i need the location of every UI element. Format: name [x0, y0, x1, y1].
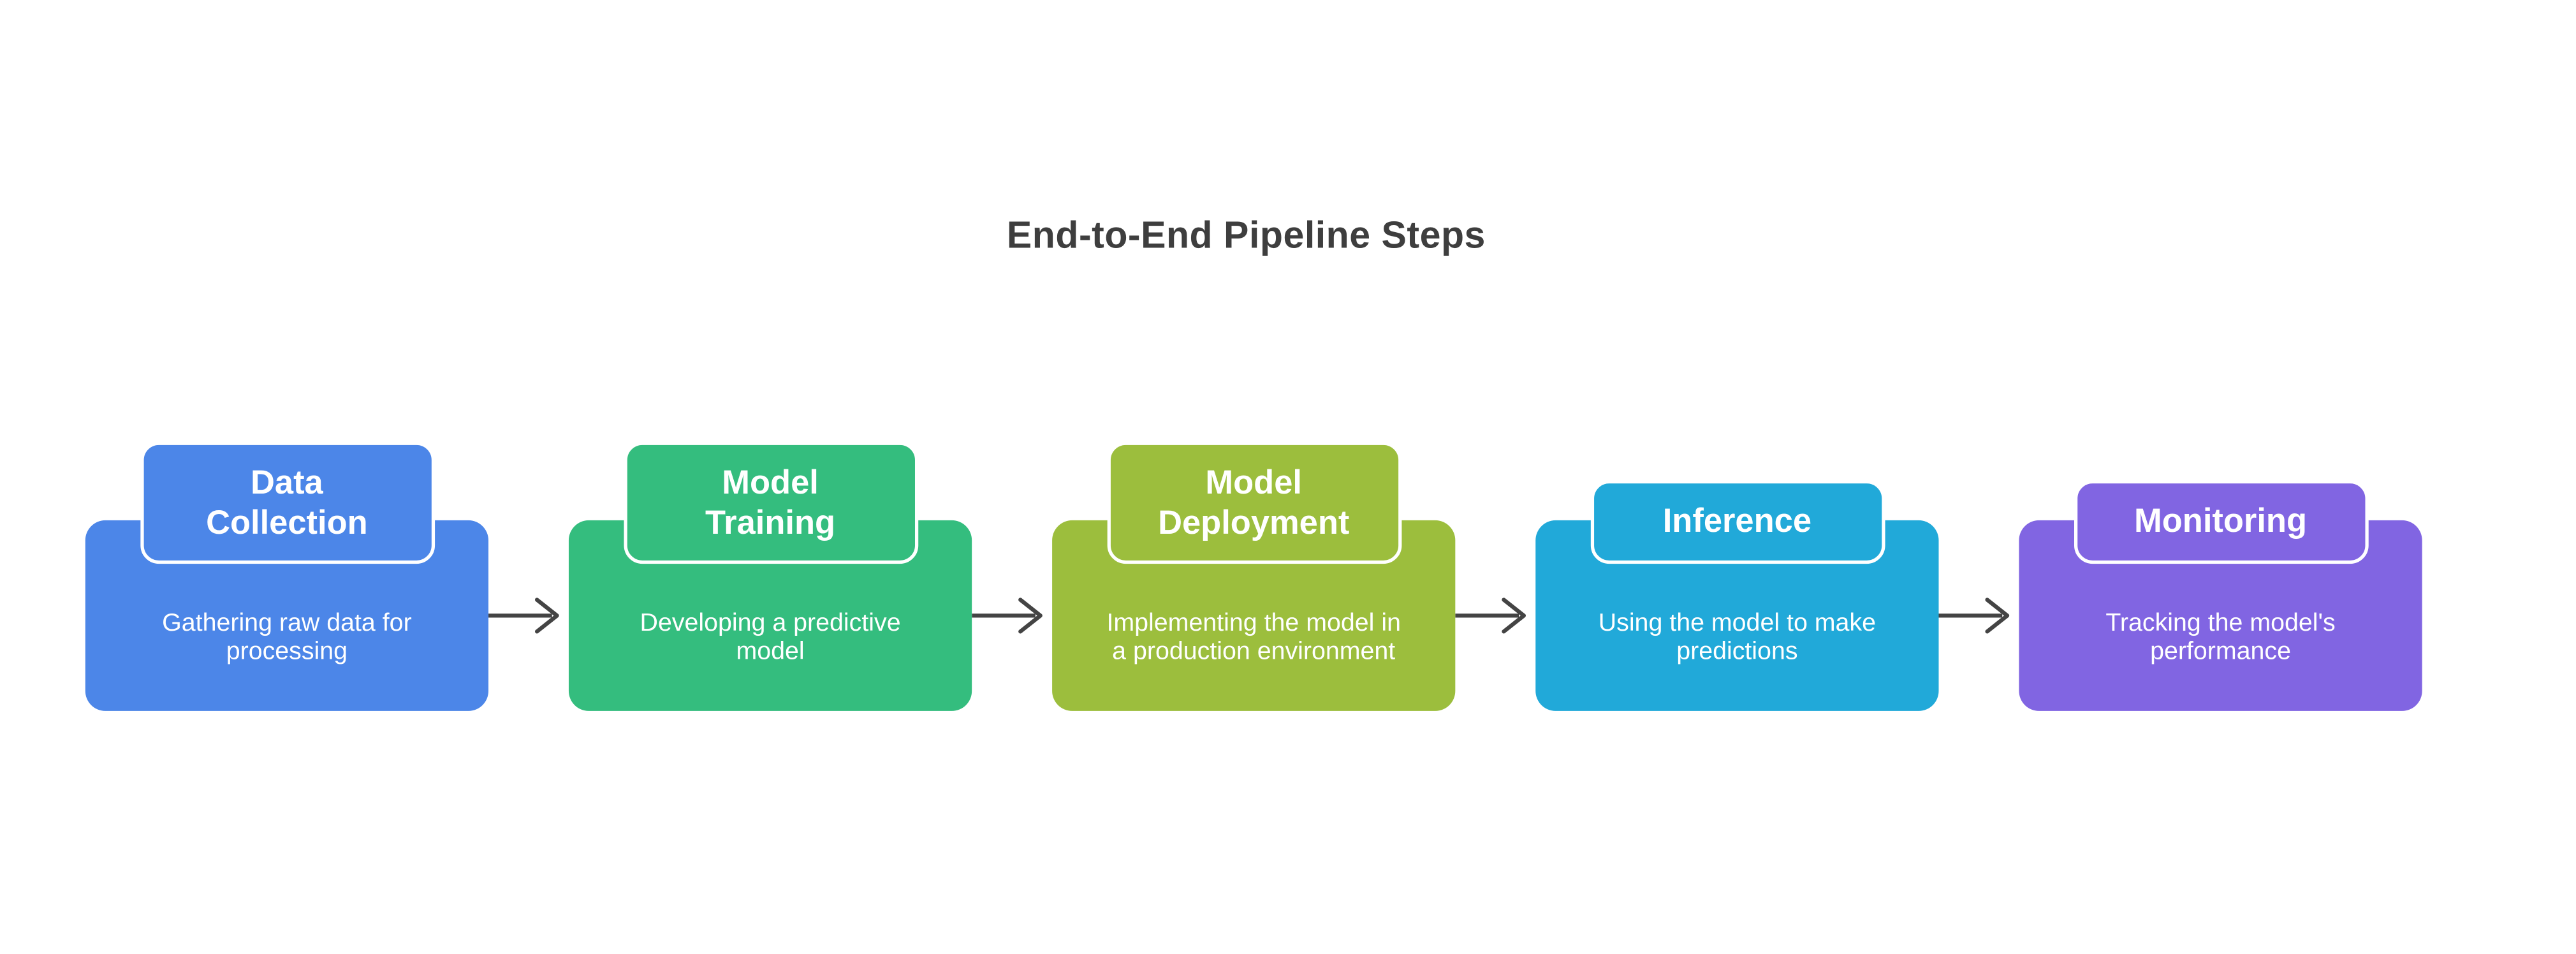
- flow-arrow: [488, 594, 569, 637]
- page-title: End-to-End Pipeline Steps: [1006, 214, 1486, 256]
- step-title-line: Model: [1205, 464, 1303, 501]
- step-description-line: processing: [226, 637, 348, 666]
- step-description-line: a production environment: [1112, 637, 1396, 666]
- step-description-line: Gathering raw data for: [162, 608, 412, 638]
- step-description: Using the model to make predictions: [1599, 609, 1876, 666]
- flow-arrow: [972, 594, 1052, 637]
- step-description-line: performance: [2150, 637, 2292, 666]
- step-inference: Using the model to make predictions Infe…: [1535, 442, 1939, 711]
- step-description: Gathering raw data for processing: [162, 609, 412, 666]
- flow-arrow: [1938, 594, 2019, 637]
- step-monitoring: Tracking the model's performance Monitor…: [2019, 442, 2422, 711]
- step-title-line: Monitoring: [2134, 503, 2308, 541]
- step-title-line: Collection: [206, 504, 368, 541]
- step-description-line: Using the model to make: [1598, 608, 1876, 638]
- step-inference-header: Inference: [1590, 480, 1885, 564]
- step-title-line: Data: [251, 464, 323, 501]
- step-description: Tracking the model's performance: [2105, 609, 2335, 666]
- pipeline-flow-diagram: Gathering raw data for processing Data C…: [0, 441, 2576, 711]
- arrow-right-icon: [488, 598, 559, 634]
- step-model-training: Developing a predictive model Model Trai…: [568, 441, 972, 711]
- step-model-training-header: Model Training: [623, 441, 918, 564]
- step-description: Implementing the model in a production e…: [1106, 609, 1401, 666]
- flow-arrow: [1455, 594, 1535, 637]
- step-data-collection: Gathering raw data for processing Data C…: [85, 441, 489, 711]
- step-description-line: predictions: [1676, 637, 1798, 666]
- step-monitoring-header: Monitoring: [2073, 480, 2368, 564]
- step-title-line: Inference: [1662, 503, 1812, 541]
- step-title-line: Model: [722, 464, 819, 501]
- step-title-line: Deployment: [1158, 504, 1350, 541]
- step-description-line: Implementing the model in: [1106, 608, 1401, 638]
- step-description: Developing a predictive model: [640, 609, 901, 666]
- step-model-deployment: Implementing the model in a production e…: [1052, 441, 1456, 711]
- step-description-line: model: [736, 637, 805, 666]
- arrow-right-icon: [972, 598, 1043, 634]
- step-data-collection-header: Data Collection: [140, 441, 434, 564]
- step-description-line: Tracking the model's: [2105, 608, 2336, 638]
- step-description-line: Developing a predictive: [640, 608, 901, 638]
- step-model-deployment-header: Model Deployment: [1106, 441, 1401, 564]
- arrow-right-icon: [1938, 598, 2010, 634]
- step-title-line: Training: [705, 504, 836, 541]
- arrow-right-icon: [1455, 598, 1526, 634]
